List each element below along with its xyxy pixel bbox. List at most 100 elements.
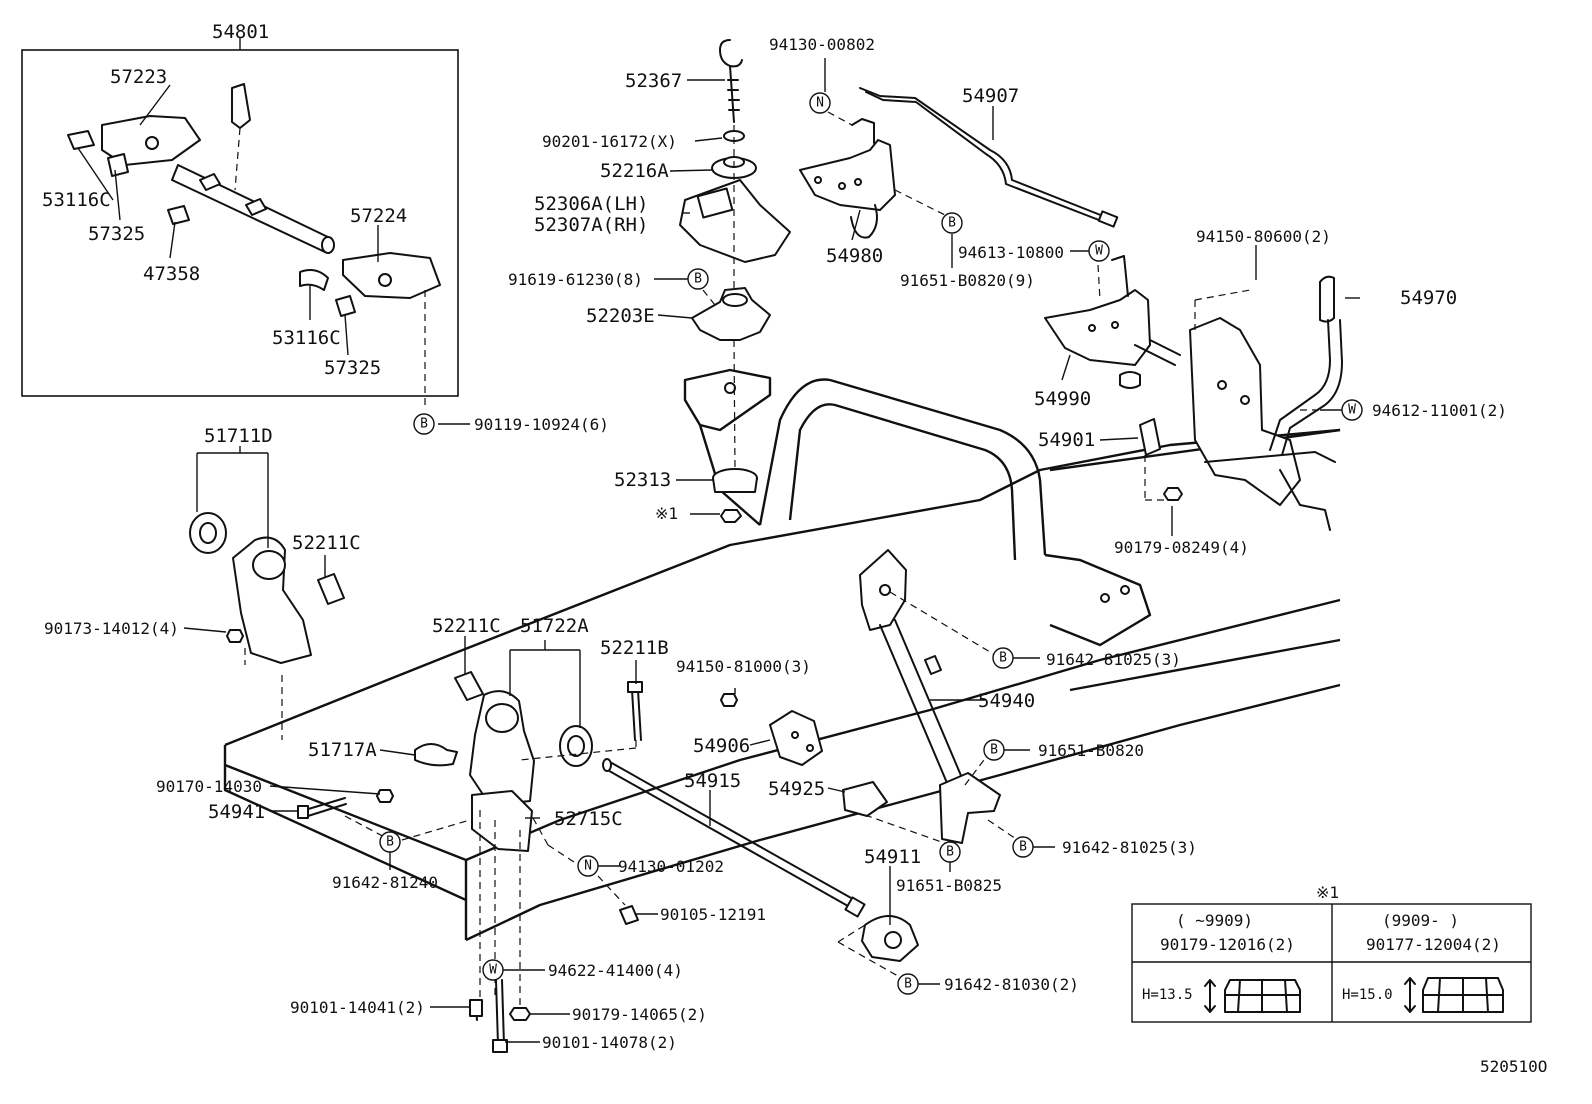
svg-text:N: N bbox=[816, 96, 824, 111]
callout-91642-81025: 91642-81025(3) bbox=[1062, 838, 1197, 857]
leader-lines bbox=[77, 58, 1360, 1043]
svg-text:B: B bbox=[386, 835, 394, 850]
mount-51722A bbox=[454, 671, 593, 1005]
marker-w: W bbox=[1341, 399, 1363, 421]
marker-b: B bbox=[941, 212, 963, 234]
callout-52367: 52367 bbox=[625, 70, 682, 92]
clip-51717A bbox=[414, 743, 458, 767]
callout-54915: 54915 bbox=[684, 770, 741, 792]
note-table-title: ※1 bbox=[1316, 883, 1339, 902]
note-col2-part: 90177-12004(2) bbox=[1366, 935, 1501, 954]
marker-b: B bbox=[687, 268, 709, 290]
callout-90173-14012: 90173-14012(4) bbox=[44, 619, 179, 638]
nut-icon bbox=[1404, 977, 1504, 1013]
callout-57223: 57223 bbox=[110, 66, 167, 88]
callout-54940: 54940 bbox=[978, 690, 1035, 712]
callout-54801: 54801 bbox=[212, 21, 269, 43]
chassis-frame bbox=[223, 368, 1341, 942]
callout-90101-14041: 90101-14041(2) bbox=[290, 998, 425, 1017]
cross-shaft bbox=[171, 83, 335, 254]
note-col2-height: H=15.0 bbox=[1342, 987, 1393, 1003]
callout-54906: 54906 bbox=[693, 735, 750, 757]
callout-94130-00802: 94130-00802 bbox=[769, 35, 875, 54]
callout-54911: 54911 bbox=[864, 846, 921, 868]
marker-w: W bbox=[482, 959, 504, 981]
mount-51711D bbox=[189, 512, 345, 740]
nut-icon bbox=[1204, 979, 1301, 1013]
rod-54915 bbox=[602, 758, 866, 918]
callout-94150-80600: 94150-80600(2) bbox=[1196, 227, 1331, 246]
callout-54990: 54990 bbox=[1034, 388, 1091, 410]
svg-text:B: B bbox=[1019, 840, 1027, 855]
callout-54980: 54980 bbox=[826, 245, 883, 267]
note-ref-mark: ※1 bbox=[655, 504, 678, 523]
marker-b: B bbox=[379, 831, 401, 853]
callout-94613-10800: 94613-10800 bbox=[958, 243, 1064, 262]
note-col2-range: (9909- ) bbox=[1382, 911, 1459, 930]
strut-54940 bbox=[859, 549, 1001, 844]
callout-94612-11001: 94612-11001(2) bbox=[1372, 401, 1507, 420]
callout-90119-10924: 90119-10924(6) bbox=[474, 415, 609, 434]
note-col1-range: ( ~9909) bbox=[1176, 911, 1253, 930]
marker-b: B bbox=[939, 841, 961, 863]
svg-text:W: W bbox=[489, 963, 497, 978]
svg-text:W: W bbox=[1348, 403, 1356, 418]
bracket-54906 bbox=[720, 693, 823, 766]
callout-53116c: 53116C bbox=[272, 327, 341, 349]
bracket-54925 bbox=[842, 781, 888, 817]
callout-91651-b0820-9: 91651-B0820(9) bbox=[900, 271, 1035, 290]
callout-94150-81000: 94150-81000(3) bbox=[676, 657, 811, 676]
svg-text:B: B bbox=[904, 977, 912, 992]
bracket-57223 bbox=[67, 115, 201, 225]
callout-94130-01202: 94130-01202 bbox=[618, 857, 724, 876]
svg-text:B: B bbox=[990, 743, 998, 758]
marker-n: N bbox=[577, 855, 599, 877]
callout-52203e: 52203E bbox=[586, 305, 655, 327]
callout-91642-81240: 91642-81240 bbox=[332, 873, 438, 892]
callout-54925: 54925 bbox=[768, 778, 825, 800]
callout-91651-b0825: 91651-B0825 bbox=[896, 876, 1002, 895]
callout-52307a: 52307A(RH) bbox=[534, 214, 648, 236]
marker-b: B bbox=[992, 647, 1014, 669]
bracket-57224 bbox=[299, 252, 441, 317]
callout-52313: 52313 bbox=[614, 469, 671, 491]
callout-90101-14078: 90101-14078(2) bbox=[542, 1033, 677, 1052]
callout-57325: 57325 bbox=[324, 357, 381, 379]
marker-b: B bbox=[413, 413, 435, 435]
callout-52211c: 52211C bbox=[292, 532, 361, 554]
callout-90170-14030: 90170-14030 bbox=[156, 777, 262, 796]
diagram-code: 520510O bbox=[1480, 1057, 1547, 1076]
bracket-54911 bbox=[837, 915, 919, 962]
marker-b: B bbox=[897, 973, 919, 995]
control-rod-54907 bbox=[859, 87, 1119, 228]
svg-text:B: B bbox=[999, 651, 1007, 666]
callout-54901: 54901 bbox=[1038, 429, 1095, 451]
callout-51711d: 51711D bbox=[204, 425, 273, 447]
fastener-markers: B B N B W W B B B B B N W B bbox=[379, 92, 1363, 995]
callout-54941: 54941 bbox=[208, 801, 265, 823]
note-col1-height: H=13.5 bbox=[1142, 987, 1193, 1003]
callout-51722a: 51722A bbox=[520, 615, 589, 637]
svg-text:N: N bbox=[584, 859, 592, 874]
svg-text:W: W bbox=[1095, 244, 1103, 259]
callout-57325: 57325 bbox=[88, 223, 145, 245]
marker-b: B bbox=[983, 739, 1005, 761]
part-callouts: 54801 57223 53116C 57325 47358 57224 531… bbox=[42, 21, 1507, 1052]
marker-n: N bbox=[809, 92, 831, 114]
marker-b: B bbox=[1012, 836, 1034, 858]
callout-90201-16172: 90201-16172(X) bbox=[542, 132, 677, 151]
clip-54901 bbox=[1139, 418, 1175, 501]
bracket-54990 bbox=[1044, 255, 1181, 389]
callout-91642-81030: 91642-81030(2) bbox=[944, 975, 1079, 994]
callout-90179-08249: 90179-08249(4) bbox=[1114, 538, 1249, 557]
engine-mount-stack bbox=[679, 39, 791, 523]
callout-54907: 54907 bbox=[962, 85, 1019, 107]
callout-52306a: 52306A(LH) bbox=[534, 193, 648, 215]
callout-51717a: 51717A bbox=[308, 739, 377, 761]
svg-text:B: B bbox=[694, 272, 702, 287]
lever-assembly-54970 bbox=[1189, 275, 1343, 531]
lever-bracket-54980 bbox=[799, 118, 946, 239]
callout-94622-41400: 94622-41400(4) bbox=[548, 961, 683, 980]
